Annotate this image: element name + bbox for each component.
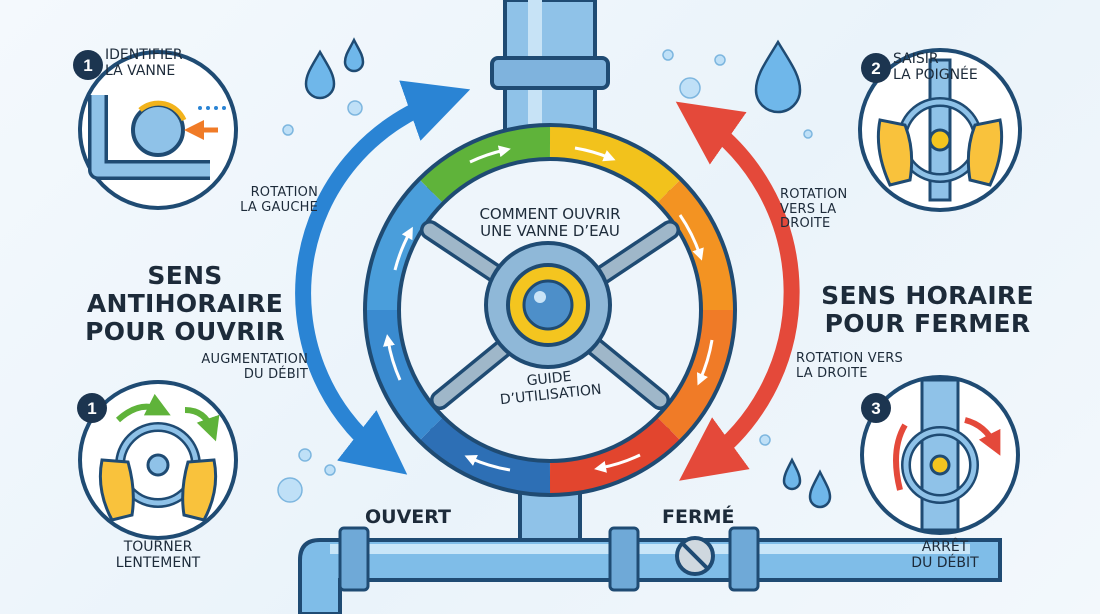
right-rotation-2-line2: la droite — [796, 365, 868, 381]
counterclockwise-arrow — [295, 80, 471, 475]
open-state-label: Ouvert — [365, 506, 452, 528]
step-2-line2: la poignée — [893, 66, 978, 83]
left-rotation-line2: la gauche — [240, 199, 318, 215]
step-2-label: Saisir la poignée — [893, 51, 1013, 83]
step-circle-turn — [78, 380, 238, 540]
left-rotation-line1: Rotation — [250, 185, 318, 200]
step-number-badge: 1 2 1 3 — [73, 50, 891, 423]
right-rotation-line1: Rotation — [780, 187, 848, 202]
left-heading-line3: pour ouvrir — [85, 317, 285, 346]
clockwise-heading: Sens horaire pour fermer — [795, 282, 1060, 338]
svg-text:3: 3 — [871, 399, 880, 418]
clockwise-arrow — [675, 101, 800, 481]
right-rotation-2-line1: Rotation vers — [796, 351, 903, 366]
hand-icon — [98, 458, 135, 522]
flow-increase-line2: du débit — [243, 366, 308, 382]
valve-wheel — [363, 123, 737, 497]
top-pipe — [490, 0, 610, 142]
step-4-line1: Arrêt — [921, 539, 969, 555]
svg-text:2: 2 — [871, 59, 880, 78]
right-rotation-line2: vers la — [780, 201, 837, 217]
step-2-line1: Saisir — [893, 51, 939, 67]
flow-increase-line1: Augmentation — [201, 352, 308, 367]
valve-wheel-icon — [131, 103, 185, 157]
step-1-label: Identifier la vanne — [105, 47, 225, 79]
water-drop-icon — [304, 37, 832, 509]
bubbles — [277, 49, 813, 503]
step-circle-grab — [858, 48, 1022, 212]
step-circle-stop — [860, 375, 1020, 535]
left-rotation-label: Rotation la gauche — [200, 185, 318, 215]
center-title: Comment ouvrir une vanne d’eau — [440, 206, 660, 240]
step-3-line1: Tourner — [123, 539, 193, 555]
right-rotation-label: Rotation vers la droite — [780, 187, 900, 232]
left-heading-line1: Sens — [147, 261, 223, 290]
step-1-line2: la vanne — [105, 62, 176, 79]
right-heading-line2: pour fermer — [824, 309, 1031, 338]
closed-state-label: Fermé — [662, 506, 735, 528]
center-title-line2: une vanne d’eau — [480, 221, 620, 240]
right-heading-line1: Sens horaire — [821, 281, 1034, 310]
svg-text:1: 1 — [87, 399, 96, 418]
step-1-line1: Identifier — [105, 47, 183, 63]
hand-icon — [966, 118, 1004, 187]
counterclockwise-heading: Sens antihoraire pour ouvrir — [50, 262, 320, 346]
right-rotation-2-label: Rotation vers la droite — [796, 351, 936, 381]
hand-icon — [181, 458, 218, 522]
flow-increase-label: Augmentation du débit — [180, 352, 308, 382]
hand-icon — [876, 118, 914, 187]
step-circle-identify — [78, 50, 238, 210]
step-4-line2: du débit — [911, 554, 979, 571]
step-3-line2: lentement — [115, 554, 201, 571]
left-heading-line2: antihoraire — [86, 289, 284, 318]
center-title-line1: Comment ouvrir — [479, 205, 621, 223]
svg-text:1: 1 — [83, 56, 92, 75]
right-rotation-line3: droite — [780, 216, 831, 232]
step-4-label: Arrêt du débit — [885, 539, 1005, 571]
step-3-label: Tourner lentement — [98, 539, 218, 571]
